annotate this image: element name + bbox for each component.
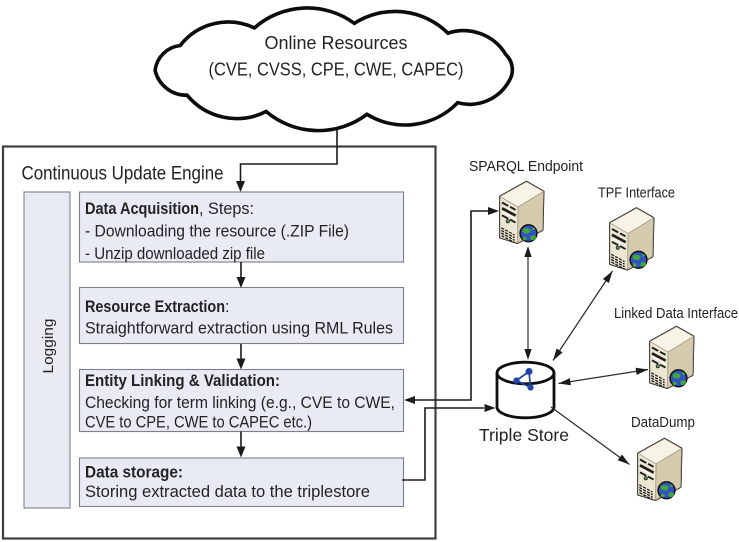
svg-text:Logging: Logging: [40, 319, 57, 374]
svg-text:Triple Store: Triple Store: [479, 425, 569, 445]
svg-text:- Unzip downloaded zip file: - Unzip downloaded zip file: [85, 245, 265, 263]
svg-text:(CVE, CVSS, CPE, CWE, CAPEC): (CVE, CVSS, CPE, CWE, CAPEC): [209, 59, 464, 80]
svg-text:Continuous Update Engine: Continuous Update Engine: [22, 163, 224, 185]
svg-text:, Steps:: , Steps:: [199, 200, 254, 218]
svg-text:TPF Interface: TPF Interface: [598, 186, 675, 202]
svg-text:Checking for term linking (e.g: Checking for term linking (e.g., CVE to …: [85, 394, 395, 412]
svg-text:Online Resources: Online Resources: [265, 32, 408, 53]
svg-text::: :: [225, 298, 230, 316]
svg-text:SPARQL Endpoint: SPARQL Endpoint: [469, 159, 583, 175]
svg-text:Data storage:: Data storage:: [85, 464, 183, 482]
svg-text:DataDump: DataDump: [631, 415, 695, 431]
svg-text:- Downloading the resource (.Z: - Downloading the resource (.ZIP File): [85, 223, 349, 241]
svg-text:Linked Data Interface: Linked Data Interface: [614, 306, 738, 322]
svg-text:Storing extracted data to the: Storing extracted data to the triplestor…: [85, 483, 370, 501]
svg-text:Straightforward extraction usi: Straightforward extraction using RML Rul…: [85, 320, 393, 338]
svg-text:CVE to CPE, CWE to CAPEC etc.): CVE to CPE, CWE to CAPEC etc.): [85, 414, 312, 432]
svg-text:Entity Linking & Validation:: Entity Linking & Validation:: [85, 372, 280, 390]
svg-text:Resource Extraction: Resource Extraction: [85, 298, 225, 316]
svg-text:Data Acquisition: Data Acquisition: [85, 200, 199, 218]
